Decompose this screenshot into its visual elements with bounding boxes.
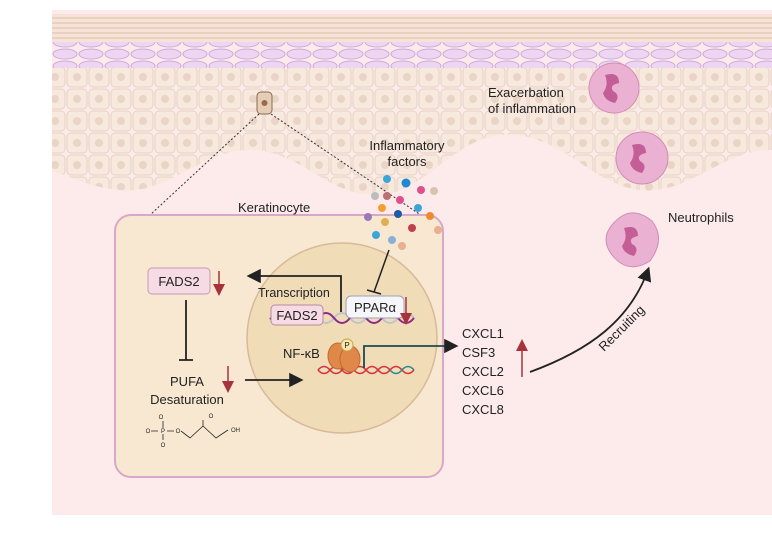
inflammatory-label-line1: Inflammatory [369, 138, 445, 153]
svg-text:O: O [161, 443, 166, 449]
fads2-gene-label: FADS2 [276, 308, 317, 323]
zoom-lines [149, 113, 441, 229]
keratinocyte-label: Keratinocyte [238, 200, 310, 215]
svg-text:P: P [161, 429, 165, 435]
exacerbation-label-line1: Exacerbation [488, 85, 564, 100]
cytokine-item: CXCL6 [462, 383, 504, 398]
ppara-label: PPARα [354, 300, 396, 315]
inflammatory-factor-dots [364, 175, 442, 250]
pufa-label-line2: Desaturation [150, 392, 224, 407]
neutrophil-icon [605, 212, 659, 268]
fads2-box [147, 267, 211, 295]
svg-text:O: O [159, 415, 164, 421]
cytokine-list: CXCL1 CSF3 CXCL2 CXCL6 CXCL8 [462, 326, 504, 417]
inhibition-line-pufa [179, 300, 193, 361]
neutrophil-icon [615, 131, 669, 185]
transcription-label: Transcription [258, 286, 330, 300]
pufa-label-line1: PUFA [170, 374, 204, 389]
transcription-arrow [246, 268, 342, 312]
nfkb-to-cytokines-arrow [363, 338, 459, 368]
nucleus [246, 242, 438, 434]
svg-text:O: O [176, 429, 181, 435]
cytokine-item: CXCL8 [462, 402, 504, 417]
exacerbation-label-line2: of inflammation [488, 101, 576, 116]
nfkb-label: NF-κB [283, 346, 320, 361]
svg-text:O: O [146, 429, 151, 435]
nfkb-protein-icon: P [327, 338, 361, 373]
cytokine-item: CSF3 [462, 345, 495, 360]
svg-text:OH: OH [231, 428, 240, 434]
ppara-box [345, 295, 405, 319]
neutrophils-label: Neutrophils [668, 210, 734, 225]
neutrophil-icon [588, 62, 640, 114]
inflammatory-label-line2: factors [387, 154, 427, 169]
cytokine-item: CXCL2 [462, 364, 504, 379]
stratum-corneum [52, 14, 772, 42]
inhibition-line-ppara [373, 249, 390, 293]
fads2-label: FADS2 [158, 274, 199, 289]
fads2-gene-box [270, 304, 324, 326]
cytokine-item: CXCL1 [462, 326, 504, 341]
svg-text:P: P [344, 341, 349, 350]
glycerol-phosphate-molecule: O O P O O O OH [146, 414, 240, 449]
svg-text:O: O [209, 414, 214, 420]
epidermis-cells [52, 68, 772, 196]
granular-layer [52, 42, 772, 68]
recruiting-arrow [529, 266, 652, 373]
